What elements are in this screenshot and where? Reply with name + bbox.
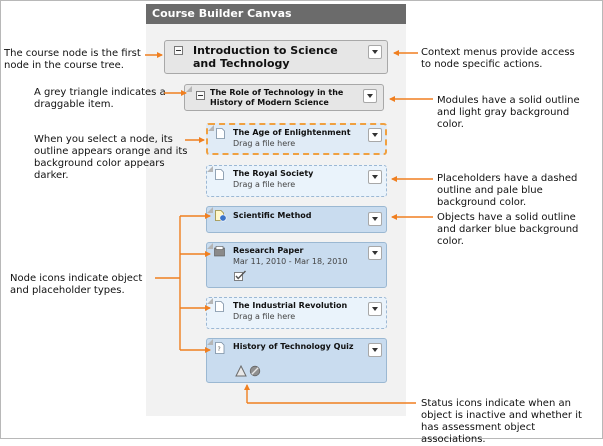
drag-triangle-icon[interactable] — [207, 243, 213, 249]
date-range: Mar 11, 2010 - Mar 18, 2010 — [233, 257, 348, 266]
object-title: Scientific Method — [233, 211, 312, 220]
context-menu-button[interactable] — [368, 128, 382, 142]
context-menu-button[interactable] — [368, 246, 382, 260]
placeholder-title: The Royal Society — [233, 169, 314, 178]
collapse-icon[interactable] — [196, 91, 205, 100]
context-menu-button[interactable] — [368, 302, 382, 316]
callout-grey-triangle: A grey triangle indicates a draggable it… — [34, 87, 166, 110]
callout-modules: Modules have a solid outline and light g… — [437, 95, 580, 130]
drag-triangle-icon[interactable] — [207, 339, 213, 345]
placeholder-title: The Industrial Revolution — [233, 301, 348, 310]
inactive-icon — [249, 365, 261, 377]
drop-hint: Drag a file here — [233, 312, 296, 321]
callout-selected-node: When you select a node, its outline appe… — [34, 134, 188, 181]
drop-hint: Drag a file here — [233, 139, 296, 148]
placeholder-node[interactable]: The Royal Society Drag a file here — [206, 165, 387, 197]
module-node-title: The Role of Technology in the History of… — [210, 88, 344, 107]
collapse-icon[interactable] — [174, 46, 183, 55]
object-node[interactable]: Scientific Method — [206, 206, 387, 233]
module-node[interactable]: The Role of Technology in the History of… — [184, 84, 384, 111]
object-title: History of Technology Quiz — [233, 342, 354, 351]
assignment-icon — [214, 246, 225, 257]
placeholder-document-icon — [215, 169, 224, 180]
canvas-title: Course Builder Canvas — [146, 4, 406, 24]
drop-hint: Drag a file here — [233, 180, 296, 189]
drag-triangle-icon[interactable] — [208, 125, 214, 131]
object-type-icon — [215, 210, 227, 222]
drag-triangle-icon[interactable] — [207, 298, 213, 304]
context-menu-button[interactable] — [363, 89, 377, 103]
callout-placeholders: Placeholders have a dashed outline and p… — [437, 173, 578, 208]
object-node[interactable]: ? History of Technology Quiz — [206, 338, 387, 383]
course-node[interactable]: Introduction to Science and Technology — [164, 40, 388, 74]
context-menu-button[interactable] — [368, 343, 382, 357]
callout-node-icons: Node icons indicate object and placehold… — [10, 273, 143, 296]
context-menu-button[interactable] — [368, 170, 382, 184]
quiz-icon: ? — [215, 342, 225, 354]
callout-context-menus: Context menus provide access to node spe… — [421, 47, 575, 70]
drag-triangle-icon[interactable] — [207, 166, 213, 172]
assessment-warning-icon — [235, 365, 247, 377]
drag-triangle-icon[interactable] — [207, 207, 213, 213]
callout-objects: Objects have a solid outline and darker … — [437, 212, 579, 247]
assessment-check-icon — [234, 270, 247, 281]
placeholder-title: The Age of Enlightenment — [233, 128, 351, 137]
object-title: Research Paper — [233, 246, 304, 255]
placeholder-node-selected[interactable]: The Age of Enlightenment Drag a file her… — [206, 123, 387, 155]
placeholder-document-icon — [215, 301, 224, 312]
course-node-title: Introduction to Science and Technology — [193, 44, 338, 70]
callout-course-node: The course node is the first node in the… — [4, 48, 141, 71]
placeholder-document-icon — [216, 128, 225, 139]
drag-triangle-icon[interactable] — [186, 86, 192, 92]
object-node[interactable]: Research Paper Mar 11, 2010 - Mar 18, 20… — [206, 242, 387, 288]
context-menu-button[interactable] — [368, 212, 382, 226]
svg-text:?: ? — [218, 346, 221, 353]
placeholder-node[interactable]: The Industrial Revolution Drag a file he… — [206, 297, 387, 329]
context-menu-button[interactable] — [368, 45, 382, 59]
